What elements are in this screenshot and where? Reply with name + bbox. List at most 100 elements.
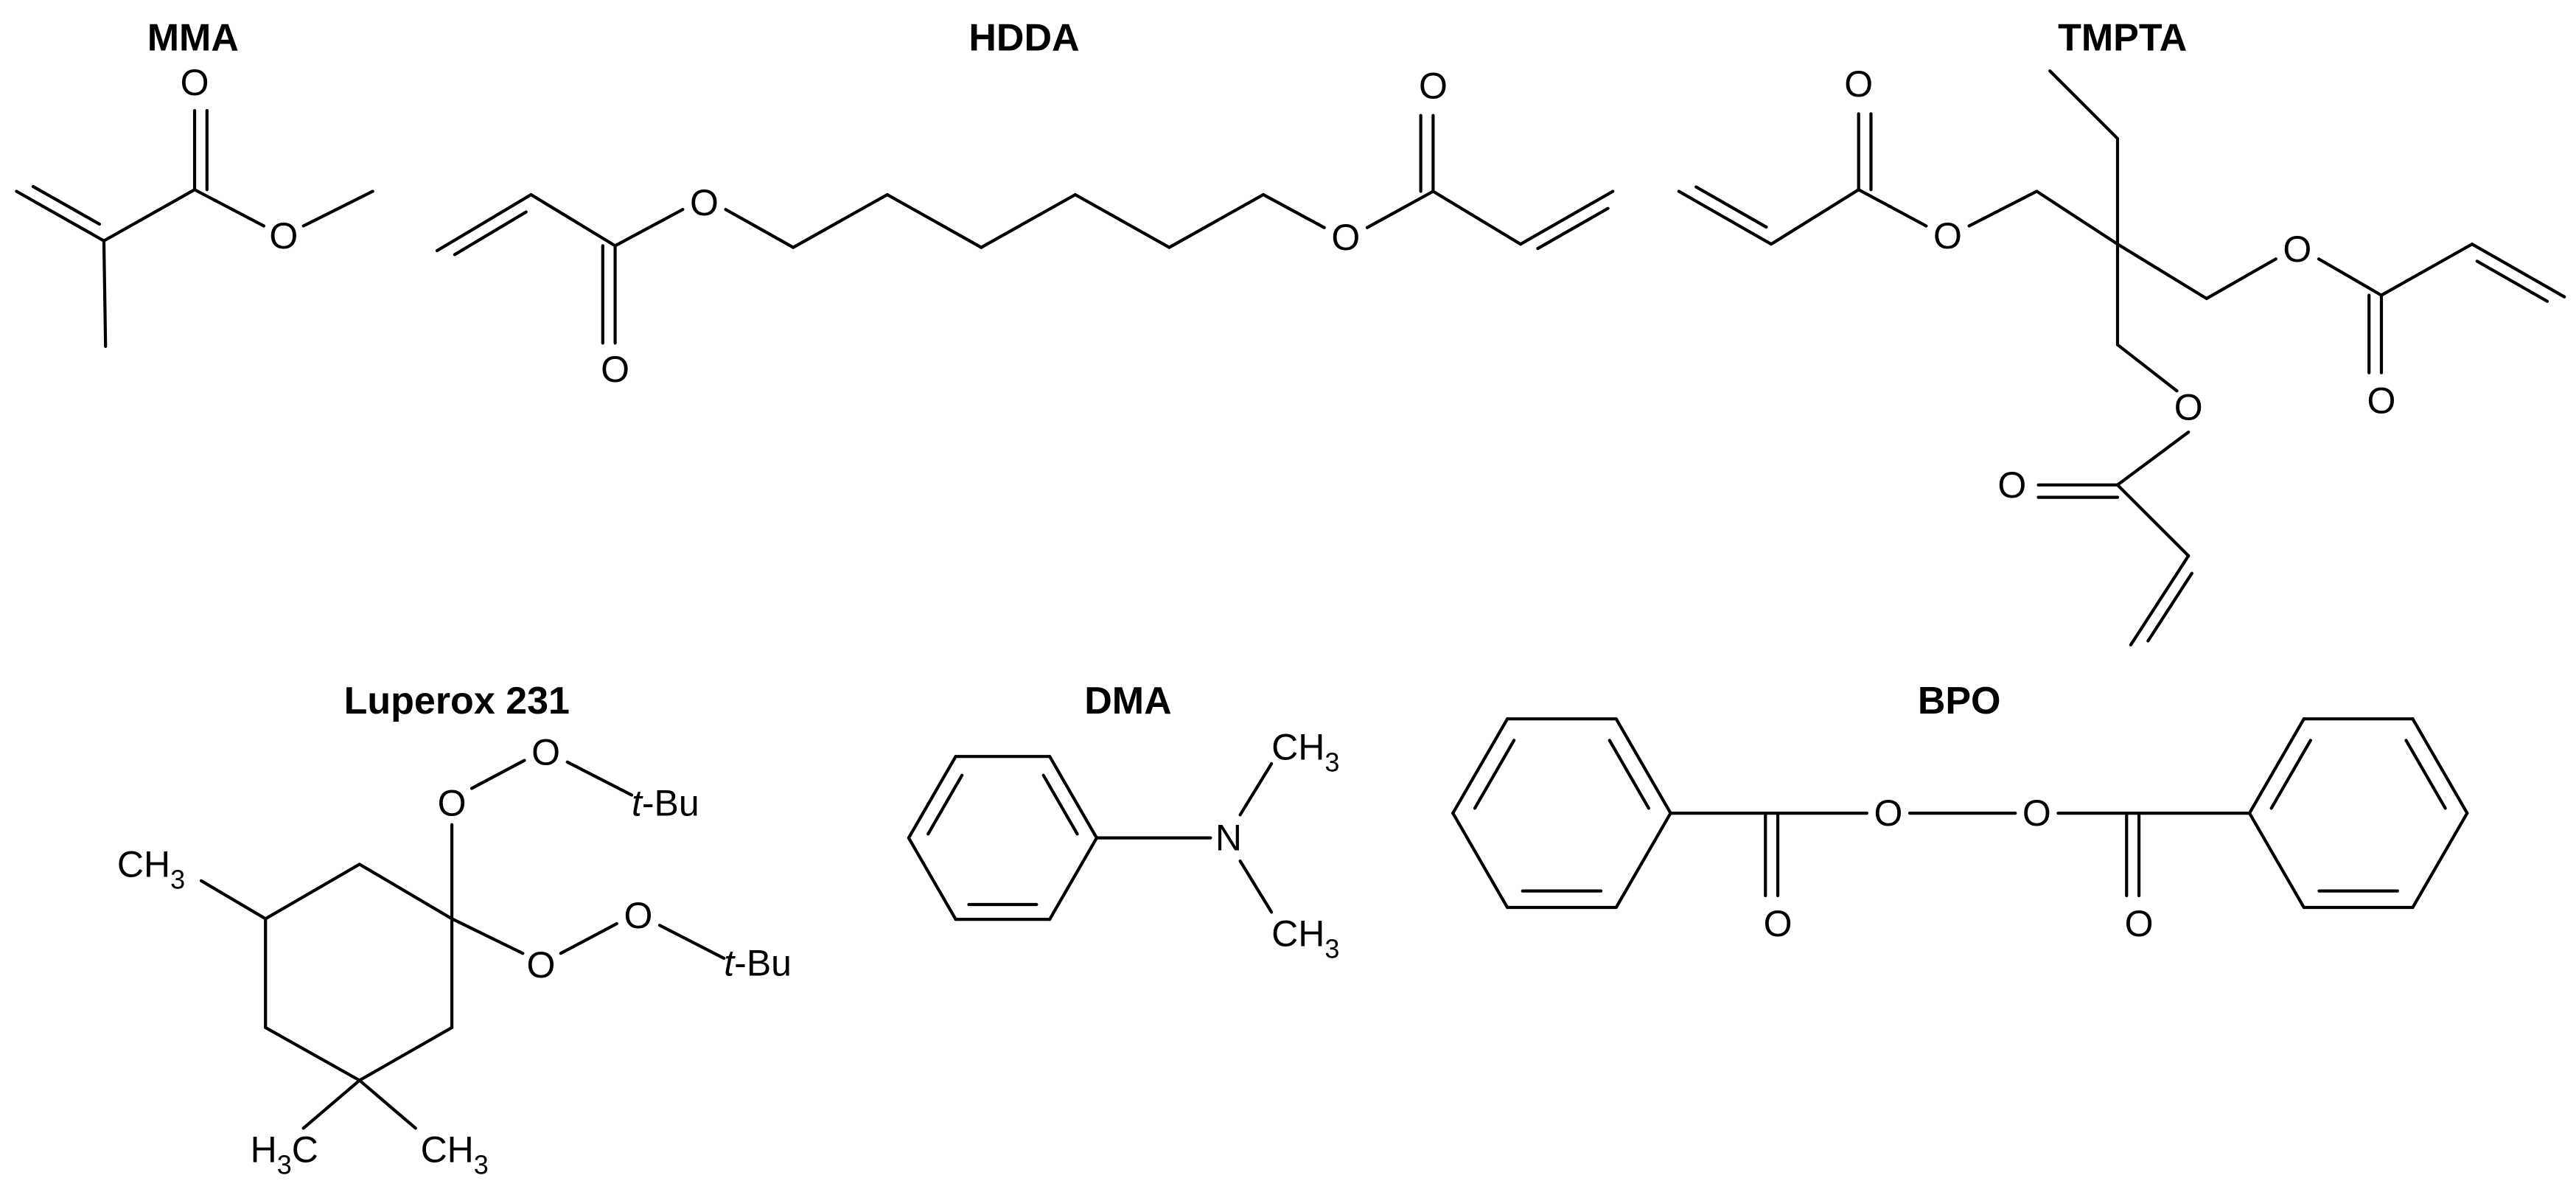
mma-oxygen: O bbox=[269, 215, 298, 257]
ring-bond bbox=[907, 836, 957, 921]
hdda-bond bbox=[1073, 192, 1171, 249]
methyl-label: H3C bbox=[251, 1129, 318, 1180]
hdda-bond bbox=[453, 210, 528, 257]
tmpta-oxygen: O bbox=[1933, 215, 1962, 257]
luperox-bond bbox=[565, 760, 634, 797]
hdda-bond bbox=[1261, 192, 1326, 229]
luperox-ring-bond bbox=[264, 1025, 361, 1082]
ring-bond bbox=[907, 755, 957, 840]
tmpta-bond bbox=[1769, 188, 1860, 246]
tmpta-bond bbox=[2470, 243, 2566, 299]
luperox-oxygen: O bbox=[526, 944, 555, 986]
ring-bond bbox=[1473, 739, 1516, 810]
hdda-oxygen: O bbox=[690, 182, 719, 223]
hdda-bond bbox=[885, 192, 983, 249]
luperox-bond bbox=[357, 1078, 417, 1130]
ring-bond bbox=[1608, 739, 1650, 810]
ring-bond bbox=[1048, 836, 1099, 921]
hdda-bond bbox=[1536, 206, 1610, 251]
ring-bond bbox=[2404, 739, 2447, 810]
tmpta-bond bbox=[1967, 189, 2039, 228]
hdda-bond bbox=[724, 208, 795, 249]
hdda-bond bbox=[435, 192, 533, 253]
ring-bond bbox=[1041, 773, 1079, 836]
ring-bond bbox=[926, 773, 964, 836]
tmpta-bond bbox=[2317, 257, 2384, 297]
tmpta-bond bbox=[2146, 571, 2193, 643]
tmpta-oxygen: O bbox=[2367, 380, 2396, 422]
tmpta-bond bbox=[2379, 243, 2474, 297]
luperox-ring-bond bbox=[357, 862, 454, 921]
methyl-label: CH3 bbox=[117, 843, 185, 894]
luperox-bond bbox=[470, 759, 526, 790]
luperox-bond bbox=[301, 1078, 361, 1130]
tert-butyl-label: t-Bu bbox=[632, 783, 699, 824]
tert-butyl-label: t-Bu bbox=[724, 943, 792, 984]
molecule-title-luperox: Luperox 231 bbox=[344, 680, 570, 722]
dma-bond bbox=[1238, 859, 1274, 914]
hdda-oxygen: O bbox=[1331, 217, 1360, 258]
hdda-bond bbox=[980, 192, 1077, 249]
tmpta-bond bbox=[1677, 189, 1773, 246]
tmpta-bond bbox=[2115, 343, 2179, 393]
hdda-bond bbox=[1431, 189, 1523, 246]
tmpta-oxygen: O bbox=[2283, 229, 2311, 270]
methyl-label: CH3 bbox=[1271, 727, 1339, 778]
hdda-bond bbox=[1365, 189, 1435, 229]
ring-bond bbox=[1614, 717, 1672, 815]
hdda-bond bbox=[613, 208, 685, 248]
ring-bond bbox=[1614, 811, 1672, 910]
methyl-label: CH3 bbox=[1271, 913, 1339, 963]
ring-bond bbox=[2247, 717, 2306, 815]
molecule-title-mma: MMA bbox=[147, 16, 239, 59]
mma-bond bbox=[102, 188, 197, 243]
ring-bond bbox=[1451, 811, 1509, 910]
molecule-title-tmpta: TMPTA bbox=[2058, 16, 2187, 59]
mma-bond bbox=[102, 239, 108, 348]
tmpta-bond bbox=[2115, 431, 2191, 487]
hdda-bond bbox=[529, 192, 617, 248]
tmpta-bond bbox=[1857, 188, 1928, 228]
tmpta-oxygen: O bbox=[1844, 63, 1873, 105]
bpo-oxygen: O bbox=[1874, 792, 1903, 834]
ring-bond bbox=[2247, 811, 2306, 910]
tmpta-bond bbox=[2035, 189, 2120, 246]
mma-bond bbox=[31, 184, 102, 226]
molecule-title-bpo: BPO bbox=[1918, 680, 2001, 722]
tmpta-bond bbox=[2115, 243, 2208, 301]
molecule-title-hdda: HDDA bbox=[968, 16, 1079, 59]
luperox-bond bbox=[450, 917, 525, 955]
luperox-bond bbox=[559, 921, 618, 955]
tmpta-bond bbox=[2205, 257, 2277, 301]
bpo-oxygen: O bbox=[2022, 792, 2051, 834]
luperox-oxygen: O bbox=[531, 731, 560, 773]
mma-bond bbox=[301, 189, 374, 228]
tmpta-bond bbox=[2115, 483, 2191, 558]
mma-bond bbox=[15, 189, 106, 243]
dma-nitrogen: N bbox=[1215, 818, 1242, 859]
mma-bond bbox=[192, 188, 266, 228]
bpo-oxygen: O bbox=[1764, 903, 1793, 944]
dma-bond bbox=[1238, 761, 1274, 817]
bpo-oxygen: O bbox=[2125, 903, 2154, 944]
tmpta-oxygen: O bbox=[1997, 464, 2026, 506]
hdda-bond bbox=[1167, 192, 1266, 249]
hdda-oxygen: O bbox=[1419, 65, 1448, 106]
bond-lines bbox=[15, 69, 2566, 1130]
tmpta-bond bbox=[2129, 554, 2191, 646]
hdda-bond bbox=[1518, 189, 1615, 246]
ring-bond bbox=[2411, 717, 2469, 815]
molecule-titles: MMA HDDA TMPTA Luperox 231 DMA BPO bbox=[147, 16, 2188, 722]
luperox-ring-bond bbox=[357, 1025, 454, 1082]
molecule-title-dma: DMA bbox=[1084, 680, 1171, 722]
hdda-oxygen: O bbox=[601, 349, 629, 390]
methyl-label: CH3 bbox=[421, 1129, 489, 1180]
mma-oxygen: O bbox=[181, 62, 209, 103]
tmpta-bond bbox=[1694, 185, 1768, 229]
ring-bond bbox=[1451, 717, 1509, 815]
hdda-bond bbox=[792, 192, 889, 249]
luperox-oxygen: O bbox=[624, 895, 652, 936]
ring-bond bbox=[1048, 755, 1099, 840]
